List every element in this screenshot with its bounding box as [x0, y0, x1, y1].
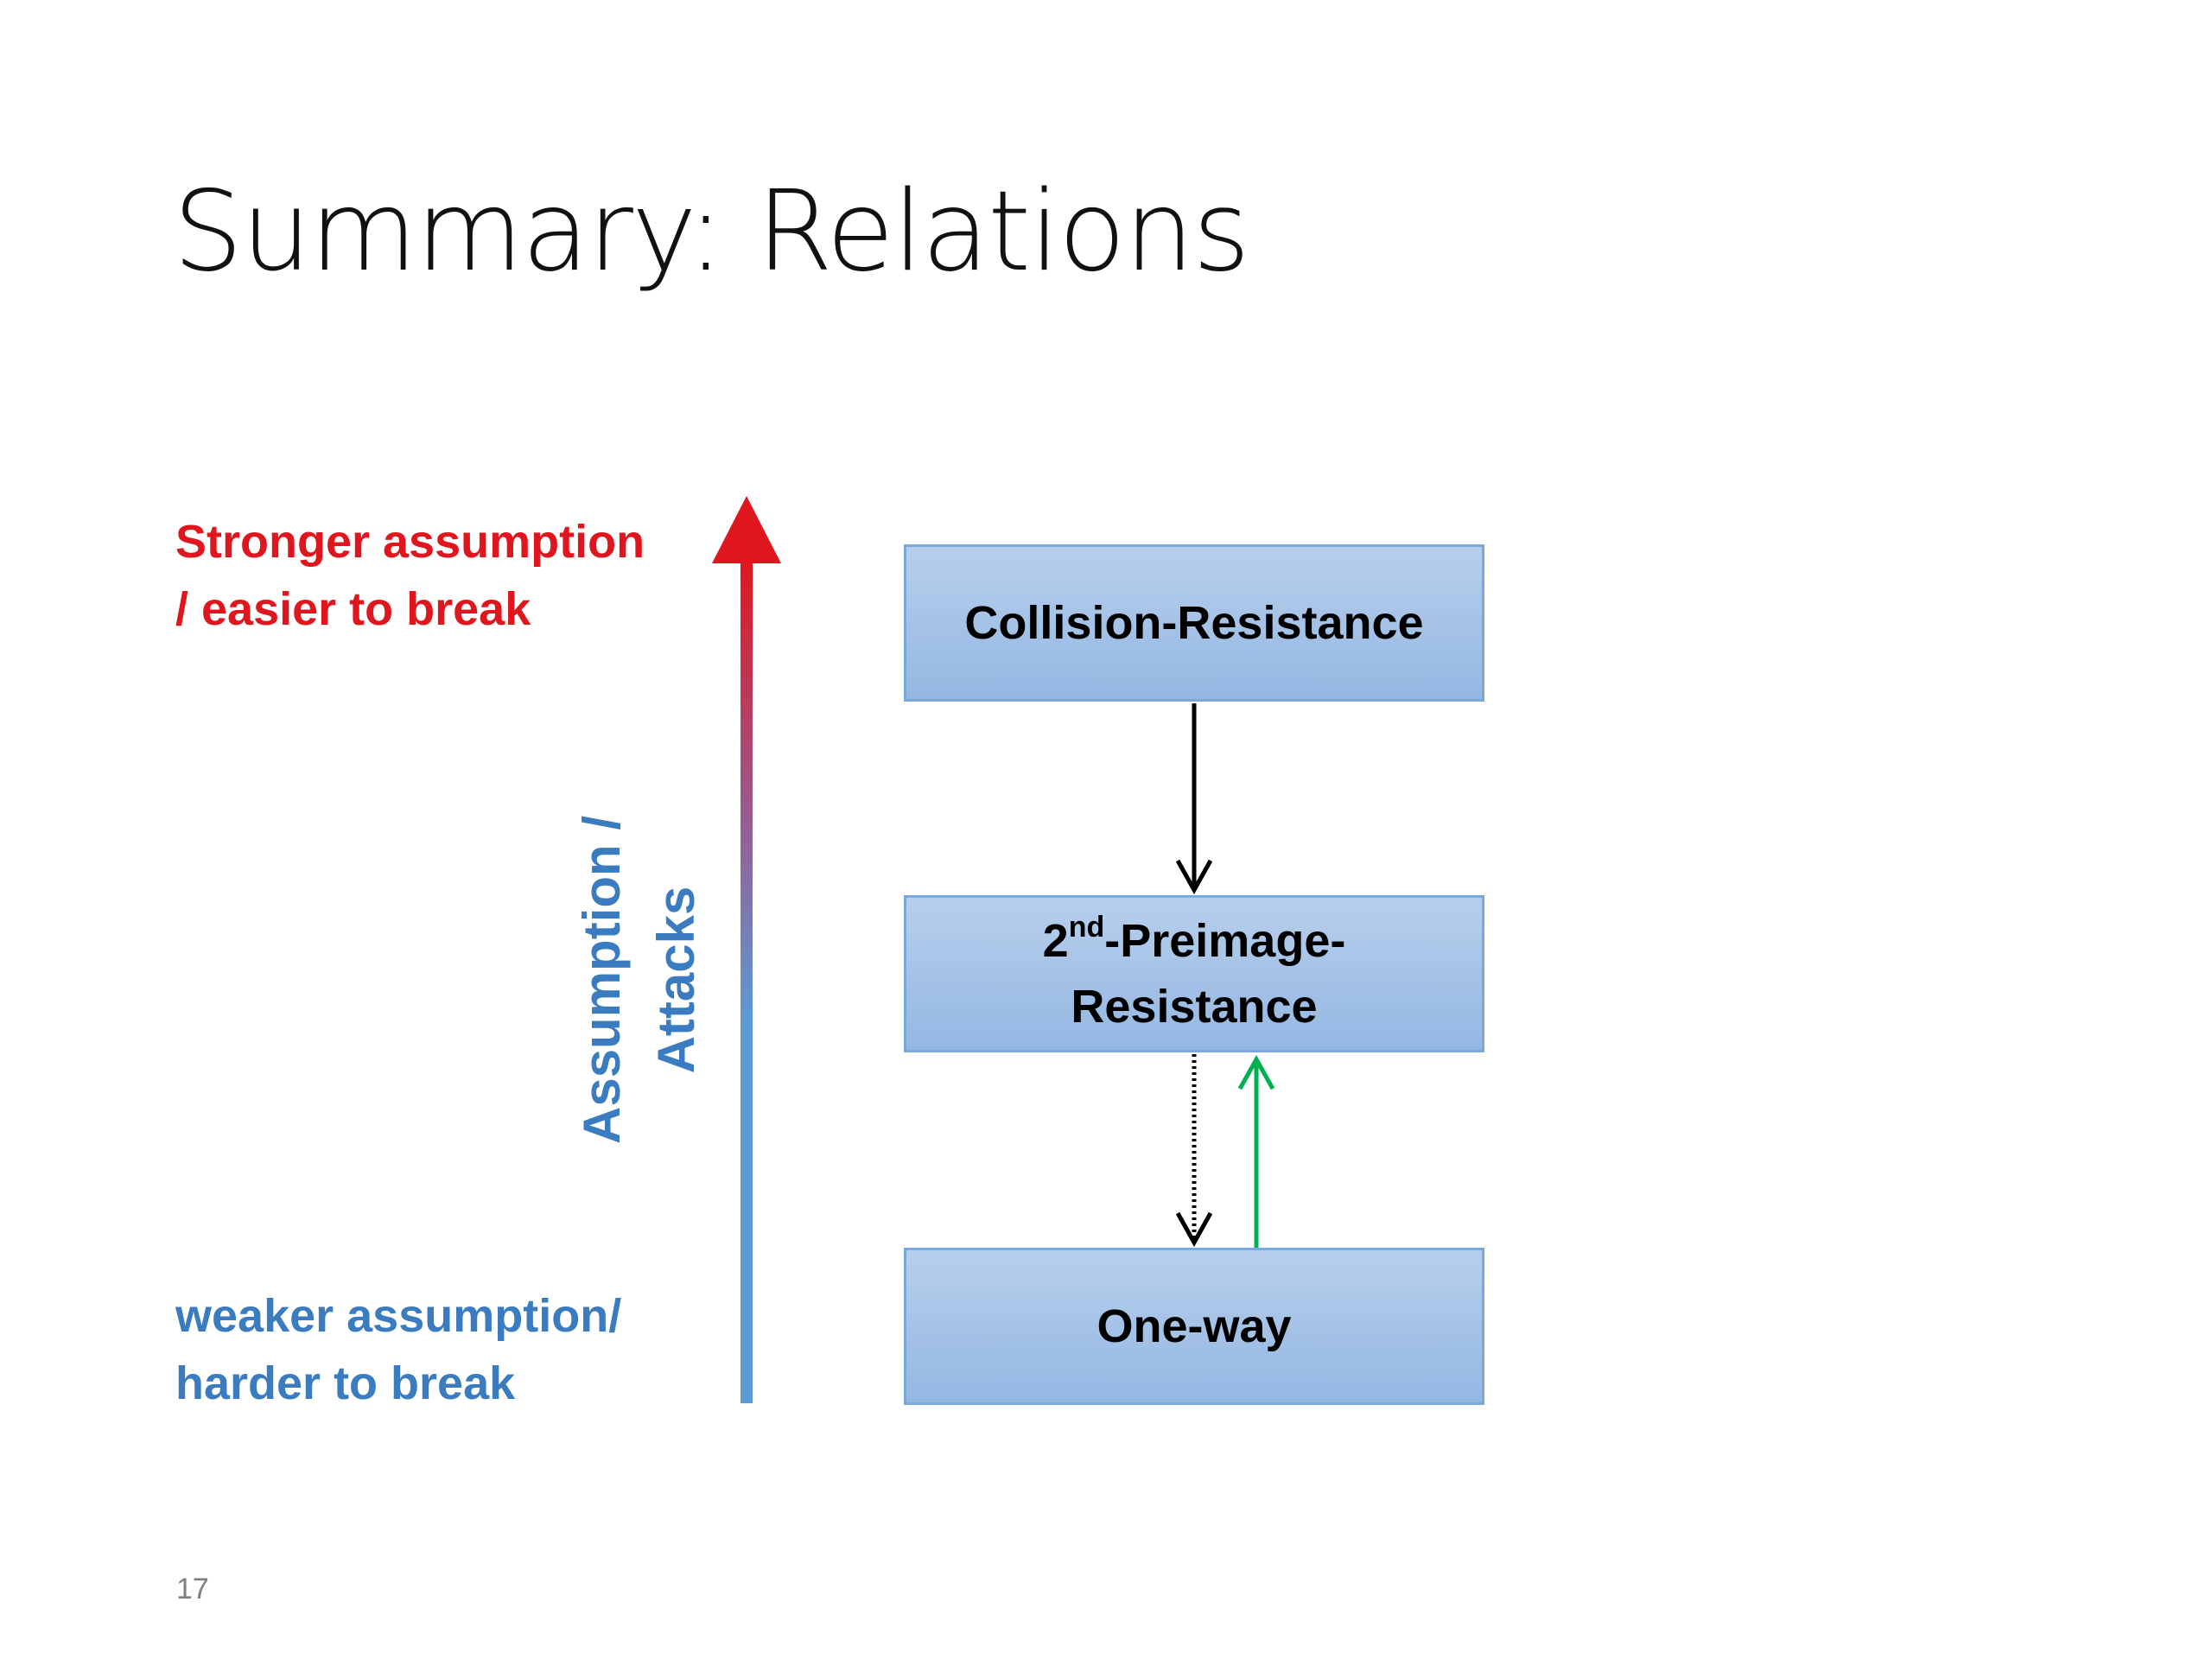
- weaker-assumption-line-1: weaker assumption/: [175, 1290, 622, 1342]
- second-preimage-rest: -Preimage-: [1104, 915, 1346, 967]
- axis-name-line-1: Assumption /: [573, 815, 631, 1145]
- stronger-assumption-line-2: / easier to break: [175, 583, 531, 635]
- arrow-collision-to-2nd-preimage: [1175, 703, 1213, 895]
- stronger-assumption-label: Stronger assumption / easier to break: [175, 508, 645, 643]
- slide-title: Summary: Relations: [173, 168, 1250, 296]
- collision-resistance-box: Collision-Resistance: [904, 544, 1484, 702]
- axis-name-line-2: Attacks: [647, 886, 705, 1074]
- collision-resistance-label: Collision-Resistance: [964, 597, 1424, 649]
- one-way-label: One-way: [1096, 1300, 1292, 1352]
- second-preimage-resistance-box: 2nd-Preimage- Resistance: [904, 895, 1484, 1052]
- one-way-box: One-way: [904, 1248, 1484, 1405]
- second-preimage-ordinal: 2: [1042, 915, 1069, 967]
- axis-name-label: Assumption / Attacks: [565, 816, 714, 1144]
- arrow-2nd-preimage-to-one-way-dotted: [1175, 1054, 1213, 1248]
- second-preimage-ordinal-suffix: nd: [1068, 911, 1105, 944]
- page-number: 17: [176, 1573, 209, 1605]
- stronger-assumption-line-1: Stronger assumption: [175, 516, 645, 568]
- arrow-one-way-to-2nd-preimage: [1237, 1054, 1275, 1248]
- second-preimage-line-1: 2nd-Preimage-: [1043, 908, 1346, 974]
- axis-arrow: [712, 496, 781, 1403]
- weaker-assumption-label: weaker assumption/ harder to break: [175, 1282, 621, 1417]
- second-preimage-line-2: Resistance: [1071, 981, 1318, 1033]
- weaker-assumption-line-2: harder to break: [175, 1357, 516, 1409]
